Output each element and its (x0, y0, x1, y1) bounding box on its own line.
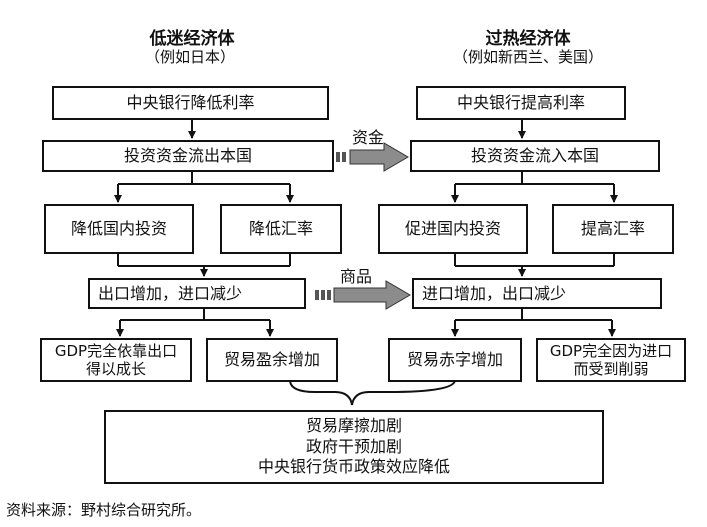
right-capital-box: 投资资金流入本国 (410, 140, 660, 172)
right-gdp-line2: 而受到削弱 (573, 360, 649, 378)
left-invest-label: 降低国内投资 (70, 219, 167, 239)
consequence-trade-friction: 贸易摩擦加剧 (305, 415, 402, 435)
source-note: 资料来源：野村综合研究所。 (6, 501, 202, 519)
left-fx-label: 降低汇率 (248, 219, 313, 239)
left-fx-box: 降低汇率 (220, 204, 342, 254)
left-gdp-line1: GDP完全依靠出口 (54, 342, 178, 360)
right-deficit-label: 贸易赤字增加 (406, 350, 503, 370)
left-connectors (114, 120, 294, 337)
left-trade-box: 出口增加，进口减少 (88, 278, 306, 309)
right-trade-box: 进口增加，出口减少 (412, 278, 662, 309)
left-rate-box: 中央银行降低利率 (52, 86, 329, 120)
right-connectors (451, 120, 618, 337)
right-fx-label: 提高汇率 (580, 219, 645, 239)
right-rate-label: 中央银行提高利率 (456, 93, 585, 113)
capital-flow-label: 资金 (352, 128, 385, 147)
outcome-bracket (289, 379, 456, 406)
left-gdp-box: GDP完全依靠出口 得以成长 (40, 338, 192, 382)
right-fx-box: 提高汇率 (552, 204, 674, 254)
left-capital-label: 投资资金流出本国 (123, 146, 252, 166)
right-invest-label: 促进国内投资 (404, 219, 501, 239)
right-invest-box: 促进国内投资 (378, 204, 528, 254)
right-trade-label: 进口增加，出口减少 (422, 283, 567, 303)
goods-flow-arrow (315, 280, 411, 310)
left-title: 低迷经济体 (149, 29, 235, 49)
consequences-box: 贸易摩擦加剧 政府干预加剧 中央银行货币政策效应降低 (104, 410, 604, 484)
consequence-policy-effect: 中央银行货币政策效应降低 (257, 457, 450, 477)
left-surplus-label: 贸易盈余增加 (223, 350, 320, 370)
left-surplus-box: 贸易盈余增加 (206, 338, 338, 382)
consequence-government-intervention: 政府干预加剧 (305, 436, 402, 456)
left-rate-label: 中央银行降低利率 (126, 93, 255, 113)
right-gdp-box: GDP完全因为进口 而受到削弱 (536, 338, 686, 382)
right-title: 过热经济体 (485, 29, 571, 49)
right-subtitle: （例如新西兰、美国） (452, 48, 603, 66)
left-invest-box: 降低国内投资 (44, 204, 194, 254)
left-trade-label: 出口增加，进口减少 (98, 283, 243, 303)
goods-flow-label: 商品 (340, 267, 373, 286)
right-gdp-line1: GDP完全因为进口 (549, 342, 673, 360)
left-subtitle: （例如日本） (144, 48, 235, 66)
right-rate-box: 中央银行提高利率 (416, 86, 626, 120)
capital-flow-arrow (336, 142, 409, 172)
left-gdp-line2: 得以成长 (85, 360, 146, 378)
right-capital-label: 投资资金流入本国 (470, 146, 599, 166)
right-deficit-box: 贸易赤字增加 (388, 338, 522, 382)
left-capital-box: 投资资金流出本国 (42, 140, 334, 172)
